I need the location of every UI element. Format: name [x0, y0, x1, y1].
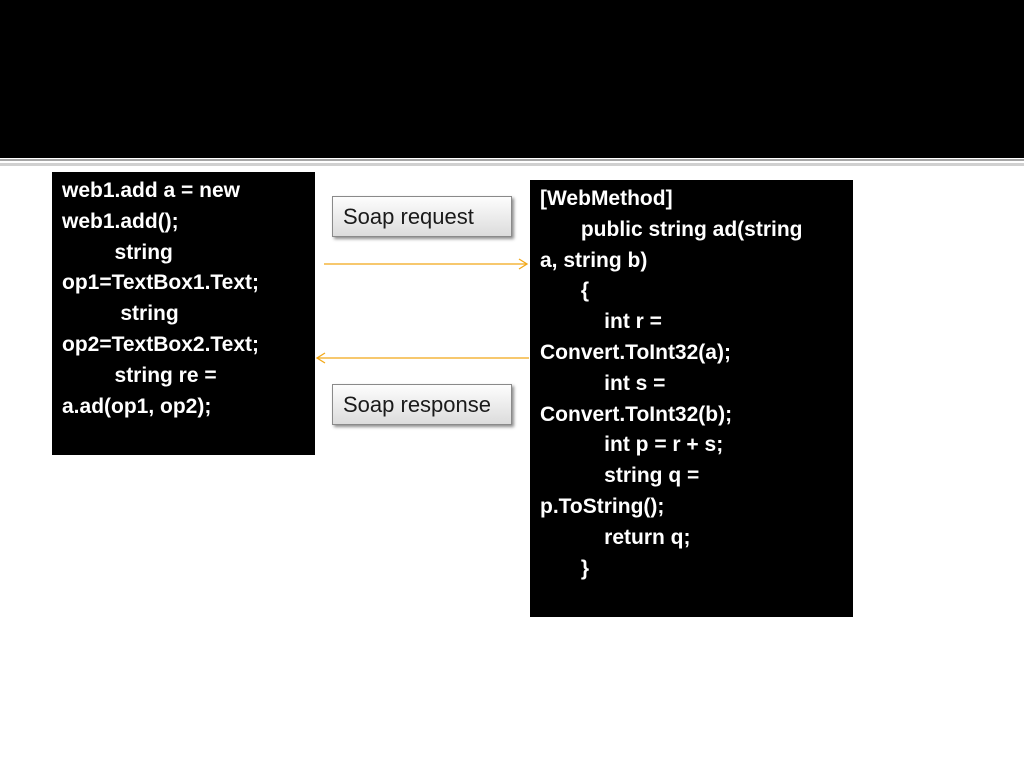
server-code-line: string q = [540, 464, 700, 488]
client-code-line: string [62, 240, 173, 264]
client-code-line: op1=TextBox1.Text; [62, 271, 260, 295]
title-band [0, 0, 1024, 158]
server-code-line: Convert.ToInt32(a); [540, 340, 731, 364]
soap-request-arrow [324, 258, 529, 270]
client-code-line: web1.add a = new [62, 179, 240, 202]
server-code-line: return q; [540, 525, 691, 549]
client-code-line: string [62, 302, 179, 326]
server-code-line: int s = [540, 371, 666, 395]
server-code-box: [WebMethod] public string ad(string a, s… [530, 180, 853, 617]
server-code-line: [WebMethod] [540, 187, 673, 210]
soap-response-label: Soap response [332, 384, 512, 425]
divider-line [0, 159, 1024, 161]
server-code-line: a, string b) [540, 248, 648, 272]
server-code-line: p.ToString(); [540, 494, 665, 518]
client-code-line: a.ad(op1, op2); [62, 394, 212, 418]
soap-response-arrow [315, 352, 529, 364]
server-code-line: Convert.ToInt32(b); [540, 402, 733, 426]
server-code-line: int r = [540, 310, 662, 334]
server-code-line: public string ad(string [540, 217, 803, 241]
client-code-box: web1.add a = new web1.add(); string op1=… [52, 172, 315, 455]
client-code-line: web1.add(); [62, 209, 179, 233]
client-code-line: string re = [62, 363, 217, 387]
client-code-line: op2=TextBox2.Text; [62, 332, 260, 356]
server-code-line: int p = r + s; [540, 433, 724, 457]
divider-line-secondary [0, 163, 1024, 166]
server-code-line: } [540, 556, 590, 580]
soap-request-label: Soap request [332, 196, 512, 237]
server-code-line: { [540, 279, 590, 303]
